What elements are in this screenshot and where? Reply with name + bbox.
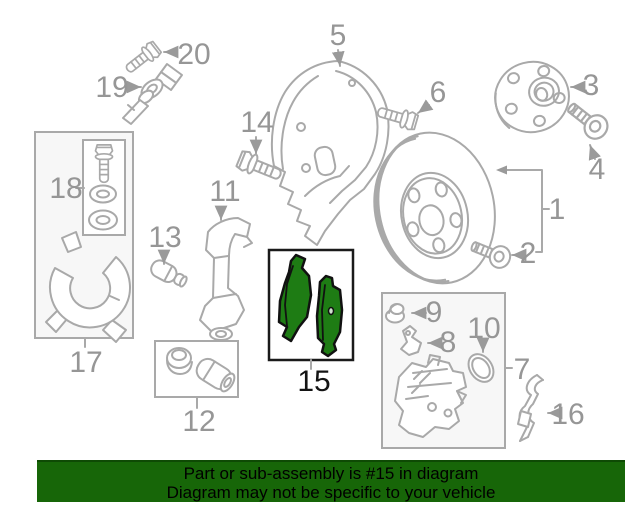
banner-line-1: Part or sub-assembly is #15 in diagram — [183, 464, 479, 483]
part-label-8: 8 — [440, 326, 457, 359]
part-label-9: 9 — [426, 296, 443, 329]
callout-lines — [75, 45, 601, 420]
part-label-11: 11 — [209, 175, 240, 208]
part-label-18: 18 — [49, 172, 82, 205]
part-label-12: 12 — [182, 405, 215, 438]
part-4-bolt-drawing — [561, 96, 614, 145]
part-1-rotor-drawing — [373, 131, 496, 285]
part-18-bolt-washers-drawing — [88, 144, 118, 231]
part-label-7: 7 — [514, 353, 531, 386]
part-label-10: 10 — [467, 312, 500, 345]
part-11-caliper-bracket-drawing — [199, 217, 253, 341]
part-label-1: 1 — [549, 193, 566, 226]
part-label-15[interactable]: 15 — [297, 365, 330, 398]
part-16-spring-clip-drawing — [517, 374, 544, 442]
part-17-shield-bracket-drawing — [45, 231, 131, 343]
parts-diagram: 1 2 3 4 5 6 7 8 9 10 11 12 13 14 15 16 1… — [34, 19, 614, 449]
part-label-3: 3 — [583, 69, 600, 102]
part-label-19: 19 — [95, 71, 128, 104]
part-13-pin-drawing — [150, 259, 188, 288]
part-12-bushings-drawing — [166, 347, 236, 393]
part-label-2: 2 — [520, 237, 537, 270]
part-label-17: 17 — [69, 346, 102, 379]
part-15-brake-pads-highlighted[interactable] — [267, 248, 355, 362]
part-label-20: 20 — [177, 38, 210, 71]
disclaimer-banner: Part or sub-assembly is #15 in diagram D… — [37, 460, 625, 502]
part-19-sensor-drawing — [122, 63, 183, 125]
part-label-14: 14 — [240, 106, 273, 139]
part-5-splash-shield-drawing — [270, 60, 390, 246]
part-7-caliper-drawing — [394, 354, 467, 438]
part-label-5: 5 — [330, 19, 347, 52]
part-9-cap-drawing — [385, 303, 405, 324]
part-label-4: 4 — [589, 153, 606, 186]
banner-line-2: Diagram may not be specific to your vehi… — [166, 483, 496, 502]
part-8-bleeder-valve-drawing — [400, 325, 422, 356]
part-label-6: 6 — [430, 76, 447, 109]
part-label-13: 13 — [148, 221, 181, 254]
part-label-16: 16 — [551, 398, 584, 431]
part-10-piston-seal-drawing — [467, 353, 495, 383]
part-3-hub-drawing — [494, 60, 570, 134]
